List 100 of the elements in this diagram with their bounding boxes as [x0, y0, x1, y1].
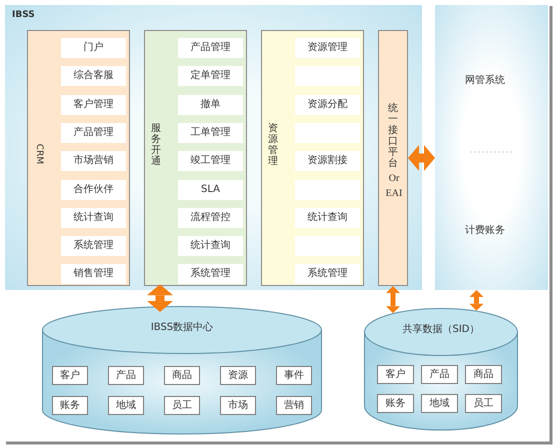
data-entity-box	[377, 394, 414, 413]
function-label: 资源分配	[306, 98, 348, 110]
function-label: 账务	[384, 398, 406, 409]
function-box	[178, 151, 243, 172]
data-entity-box	[164, 366, 200, 385]
data-entity-box	[108, 396, 144, 415]
function-label: 定单管理	[190, 70, 232, 82]
function-box	[178, 66, 243, 86]
function-label: 地域	[428, 398, 450, 409]
data-entity-box	[108, 366, 144, 385]
function-label: 市场营销	[72, 155, 114, 166]
data-entity-box	[276, 396, 312, 415]
function-label: 系统管理	[72, 240, 114, 252]
function-box	[295, 38, 360, 58]
function-box	[61, 208, 126, 228]
function-box	[178, 180, 243, 200]
function-label: 产品	[428, 369, 450, 380]
function-label: 营销	[283, 400, 305, 411]
function-box	[178, 264, 243, 284]
function-label: 资源	[227, 370, 249, 381]
function-label: 系统管理	[306, 268, 348, 280]
function-label: 市场	[227, 400, 249, 411]
function-label: 撤单	[200, 98, 222, 110]
column-label: 资源管理	[268, 123, 278, 167]
function-box	[178, 38, 243, 58]
database-label: 共享数据（SID）	[402, 324, 480, 335]
function-label: 商品	[472, 369, 494, 380]
empty-box	[295, 66, 360, 86]
function-label: 系统管理	[190, 268, 232, 280]
module-column	[144, 30, 247, 286]
system-panel	[5, 5, 422, 290]
function-box	[178, 236, 243, 256]
data-entity-box	[164, 396, 200, 415]
function-label: 客户管理	[72, 98, 114, 110]
empty-box	[295, 236, 360, 256]
function-label: 销售管理	[72, 268, 114, 280]
function-label: 产品	[115, 370, 137, 381]
data-entity-box	[377, 365, 414, 384]
module-column	[27, 30, 130, 286]
double-arrow	[386, 286, 400, 314]
data-entity-box	[276, 366, 312, 385]
function-label: 客户	[384, 369, 406, 380]
system-label: 计费账务	[465, 225, 505, 236]
function-box	[61, 151, 126, 172]
double-arrow	[408, 145, 435, 171]
function-label: 员工	[171, 400, 193, 411]
function-label: 统计查询	[306, 212, 348, 223]
database-cylinder	[42, 306, 322, 434]
function-label: 资源管理	[306, 42, 348, 53]
module-column	[261, 30, 364, 286]
data-entity-box	[220, 396, 256, 415]
function-label: SLA	[200, 184, 221, 194]
function-box	[61, 94, 126, 115]
function-box	[61, 180, 126, 200]
function-label: 统计查询	[72, 212, 114, 223]
data-entity-box	[421, 394, 458, 413]
database-label: IBSS数据中心	[150, 322, 214, 333]
function-box	[178, 94, 243, 115]
function-box	[61, 264, 126, 284]
system-label: 网管系统	[465, 75, 505, 86]
function-box	[295, 94, 360, 115]
data-entity-box	[421, 365, 458, 384]
function-label: 事件	[283, 370, 305, 381]
column-label: 服务开通	[151, 123, 161, 167]
function-label: 员工	[472, 398, 494, 409]
function-box	[295, 208, 360, 228]
function-label: 门户	[82, 42, 104, 53]
function-label: 客户	[59, 370, 81, 381]
data-entity-box	[52, 366, 88, 385]
function-box	[178, 122, 243, 143]
empty-box	[295, 122, 360, 143]
double-arrow	[147, 284, 173, 312]
function-label: 合作伙伴	[72, 184, 114, 194]
function-label: 竣工管理	[190, 155, 232, 166]
function-label: 产品管理	[72, 126, 114, 138]
data-entity-box	[465, 394, 502, 413]
empty-box	[295, 180, 360, 200]
database-cylinder	[364, 308, 518, 430]
function-label: 综合客服	[72, 70, 114, 82]
panel-title: IBSS	[12, 11, 35, 21]
function-box	[61, 66, 126, 86]
function-label: 资源割接	[306, 155, 348, 166]
double-arrow	[470, 290, 484, 311]
function-box	[178, 208, 243, 228]
data-entity-box	[220, 366, 256, 385]
external-systems-panel	[435, 5, 548, 290]
function-label: 产品管理	[190, 42, 232, 53]
function-label: 流程管控	[190, 212, 232, 223]
function-label: 工单管理	[190, 126, 232, 138]
data-entity-box	[52, 396, 88, 415]
function-label: 商品	[171, 370, 193, 381]
interface-column	[378, 30, 408, 286]
column-label: Or EAI	[384, 172, 404, 201]
function-label: 账务	[59, 400, 81, 411]
function-box	[295, 264, 360, 284]
function-box	[61, 236, 126, 256]
function-label: 统计查询	[190, 240, 232, 252]
function-label: 地域	[115, 400, 137, 411]
function-box	[61, 38, 126, 58]
data-entity-box	[465, 365, 502, 384]
